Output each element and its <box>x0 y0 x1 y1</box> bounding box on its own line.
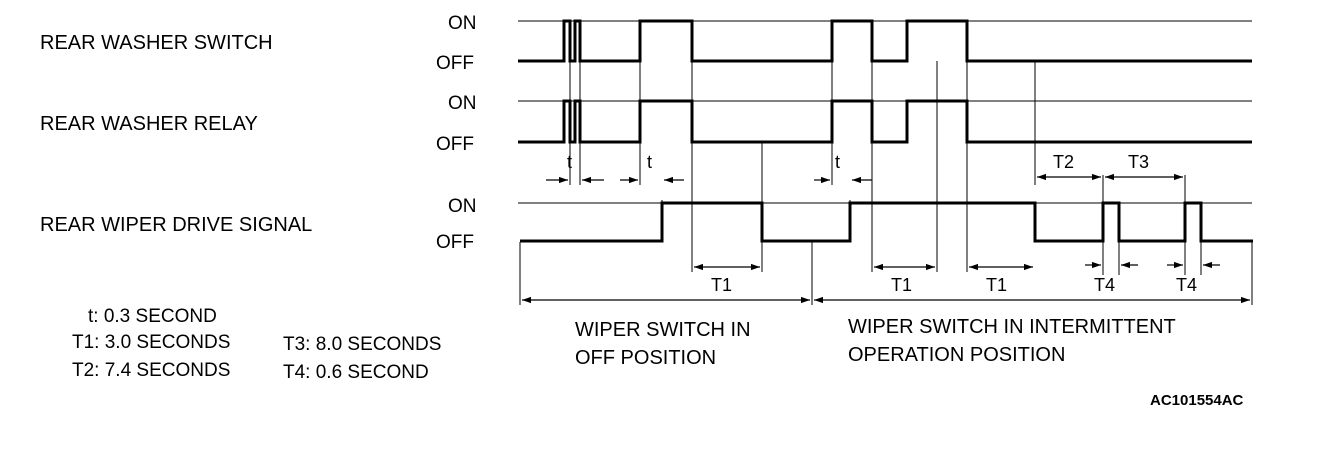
interval-label-T1-2: T1 <box>891 275 912 295</box>
legend-T2: T2: 7.4 SECONDS <box>72 360 230 381</box>
interval-label-t-1: t <box>567 152 572 172</box>
off-label-wiper-drive: OFF <box>436 232 474 253</box>
interval-label-T3: T3 <box>1128 152 1149 172</box>
interval-label-T2: T2 <box>1053 152 1074 172</box>
legend-T3: T3: 8.0 SECONDS <box>283 334 441 355</box>
waveform-washer-switch <box>518 19 1252 63</box>
interval-label-t-2: t <box>647 152 652 172</box>
caption-int-line1: WIPER SWITCH IN INTERMITTENT <box>848 316 1176 338</box>
interval-label-T4-1: T4 <box>1094 275 1115 295</box>
on-label-washer-switch: ON <box>448 13 477 34</box>
off-label-washer-relay: OFF <box>436 134 474 155</box>
off-label-washer-switch: OFF <box>436 53 474 74</box>
legend-T4: T4: 0.6 SECOND <box>283 362 429 383</box>
caption-off-line2: OFF POSITION <box>575 347 716 369</box>
waveform-washer-relay <box>518 99 1252 144</box>
on-reference-lines <box>518 20 1252 204</box>
legend-T1: T1: 3.0 SECONDS <box>72 332 230 353</box>
waveforms <box>518 19 1253 243</box>
signal-label-washer-switch: REAR WASHER SWITCH <box>40 32 273 54</box>
caption-off-line1: WIPER SWITCH IN <box>575 319 751 341</box>
figure-code: AC101554AC <box>1150 392 1244 409</box>
interval-label-T1-1: T1 <box>711 275 732 295</box>
caption-int-line2: OPERATION POSITION <box>848 344 1065 366</box>
interval-arrows <box>522 173 1250 304</box>
interval-label-t-3: t <box>835 152 840 172</box>
legend-t: t: 0.3 SECOND <box>88 306 217 327</box>
on-label-washer-relay: ON <box>448 93 477 114</box>
signal-label-washer-relay: REAR WASHER RELAY <box>40 113 258 135</box>
interval-label-T1-3: T1 <box>986 275 1007 295</box>
waveform-wiper-drive <box>520 201 1253 243</box>
interval-label-T4-2: T4 <box>1176 275 1197 295</box>
signal-label-wiper-drive: REAR WIPER DRIVE SIGNAL <box>40 214 312 236</box>
on-label-wiper-drive: ON <box>448 196 477 217</box>
